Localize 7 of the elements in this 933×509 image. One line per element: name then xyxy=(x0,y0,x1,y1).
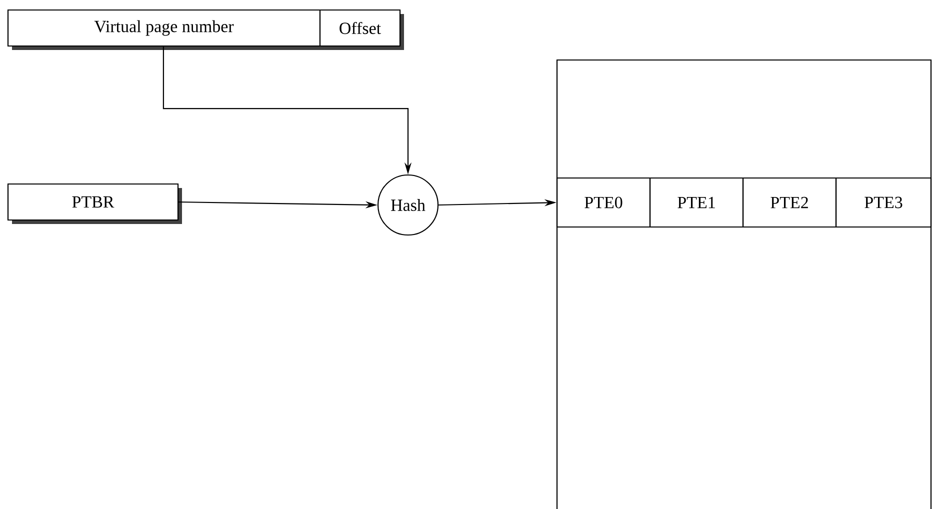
table-cell: PTE2 xyxy=(742,177,837,228)
register-field: PTBR xyxy=(7,183,182,224)
table-cell: PTE0 xyxy=(556,177,651,228)
table-cell: PTE1 xyxy=(649,177,744,228)
page-table xyxy=(556,59,932,509)
register-field: Offset xyxy=(319,9,404,50)
table-cell: PTE3 xyxy=(835,177,932,228)
